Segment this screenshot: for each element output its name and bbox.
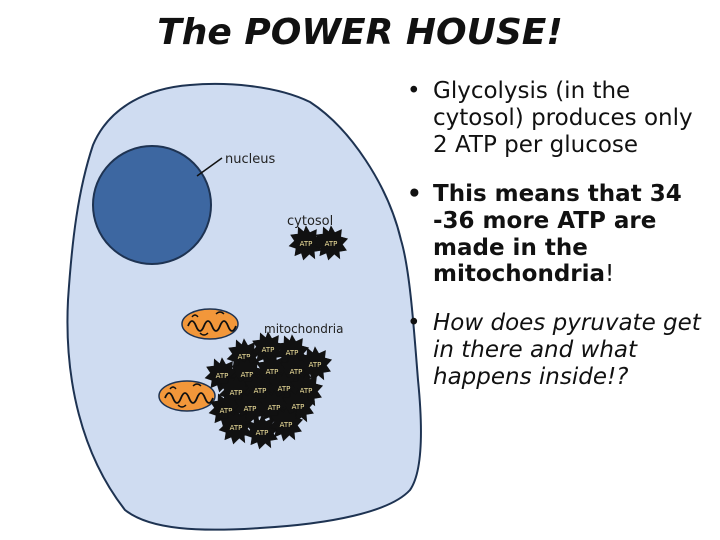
slide-title: The POWER HOUSE! [157,12,563,53]
bullet-question: How does pyruvate get in there and what … [405,310,705,391]
bullet-mitochondria-atp-bold: This means that 34 -36 more ATP are made… [433,180,682,288]
cell-body [66,83,422,531]
nucleus-pointer [196,157,223,177]
bullet-mitochondria-atp: This means that 34 -36 more ATP are made… [405,181,705,289]
mitochondrion [158,380,216,412]
bullet-glycolysis: Glycolysis (in the cytosol) produces onl… [405,78,705,159]
cytosol-label: cytosol [287,214,333,229]
nucleus [92,145,212,265]
mitochondrion [181,308,239,340]
bullet-list: Glycolysis (in the cytosol) produces onl… [405,78,705,391]
bullet-mitochondria-atp-end: ! [605,261,615,288]
nucleus-label: nucleus [225,152,275,167]
mitochondria-label: mitochondria [264,322,343,336]
